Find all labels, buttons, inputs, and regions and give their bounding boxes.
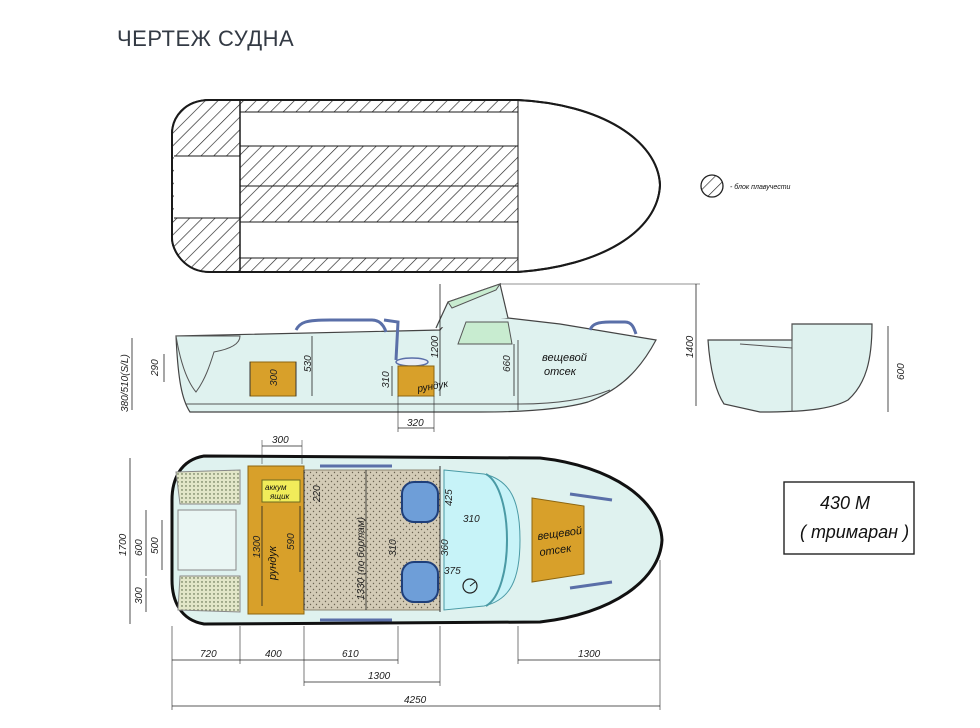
plan-dim-1300-locker: 1300: [252, 535, 263, 558]
plan-dim-375: 375: [444, 566, 461, 577]
model-box: 430 М ( тримаран ): [783, 481, 915, 555]
label-rundyk-plan: рундук: [267, 545, 279, 581]
legend: - блок плавучести: [700, 174, 791, 198]
dim-610: 610: [342, 649, 359, 660]
dim-600-transom: 600: [896, 363, 907, 380]
dim-4250: 4250: [404, 695, 427, 706]
plan-dim-310-console: 310: [463, 514, 480, 525]
dim-380-510: 380/510(S/L): [120, 354, 131, 412]
label-box2-plan: отсек: [539, 543, 573, 559]
plan-dim-1700: 1700: [118, 533, 129, 556]
plan-dim-1330: 1330 (по бортам): [355, 517, 367, 600]
dim-660: 660: [502, 355, 513, 372]
dim-1300-cockpit: 1300: [368, 671, 391, 682]
dim-320: 320: [407, 418, 424, 429]
steering-wheel-icon: [462, 578, 478, 594]
dim-720: 720: [200, 649, 217, 660]
label-box1-profile: вещевой: [542, 352, 587, 364]
plan-dim-500: 500: [150, 537, 161, 554]
page-title: ЧЕРТЕЖ СУДНА: [117, 26, 295, 51]
label-akk1: аккум: [265, 483, 287, 492]
dim-1400: 1400: [685, 335, 696, 358]
dim-290: 290: [150, 359, 161, 377]
plan-dim-360: 360: [440, 539, 451, 556]
dim-1200: 1200: [430, 335, 441, 358]
bottom-dimensions: 720 400 610 1300 1300 4250: [171, 560, 661, 710]
dim-530: 530: [303, 355, 314, 372]
plan-dim-300-side: 300: [134, 587, 145, 604]
dim-1300-bow: 1300: [578, 649, 601, 660]
plan-view: аккум ящик рундук вещевой отсек 300 1700…: [118, 435, 664, 626]
plan-dim-310-seat: 310: [388, 539, 399, 556]
label-akk2: ящик: [269, 492, 291, 501]
plan-dim-590: 590: [286, 533, 297, 550]
side-profile-view: 290 380/510(S/L) 530 300 310 рундук 1200…: [120, 283, 700, 432]
transom-view: 600: [707, 323, 907, 413]
dim-400: 400: [265, 649, 282, 660]
hatch-swatch-icon: [700, 174, 724, 198]
legend-label: - блок плавучести: [730, 183, 791, 191]
top-buoyancy-view: [171, 99, 662, 273]
label-box2-profile: отсек: [544, 366, 577, 378]
plan-dim-600: 600: [134, 539, 145, 556]
model-type: ( тримаран ): [800, 522, 909, 542]
dim-300-profile: 300: [269, 369, 280, 386]
dim-310-profile: 310: [381, 371, 392, 388]
model-name: 430 М: [820, 493, 870, 513]
plan-dim-220: 220: [312, 485, 323, 503]
plan-dim-425: 425: [444, 489, 455, 506]
plan-dim-300-top: 300: [272, 435, 289, 446]
